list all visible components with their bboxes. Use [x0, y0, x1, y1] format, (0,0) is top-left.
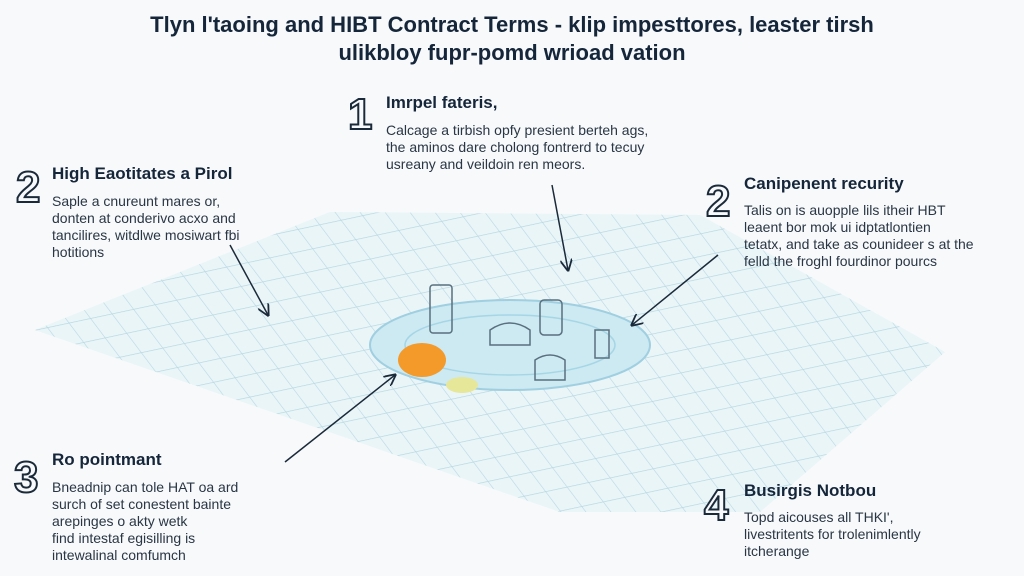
section-text: Saple a cnureunt mares or,: [52, 193, 221, 209]
section-number: 1: [347, 90, 374, 139]
section-text: felld the froghl fourdinor pourcs: [744, 253, 937, 269]
orange-object: [398, 343, 446, 377]
section-text: surch of set conestent bainte: [52, 496, 231, 512]
section-number: 2: [15, 163, 42, 212]
section-heading: Busirgis Notbou: [744, 481, 877, 500]
arrow-1: [551, 184, 568, 270]
section-heading: High Eaotitates a Pirol: [52, 164, 233, 183]
section-number: 4: [703, 481, 730, 530]
section-heading: Ro pointmant: [52, 450, 162, 469]
glassware-icons: [429, 284, 610, 381]
section-text: find intestaf egisilling is: [52, 530, 196, 546]
arrow-3: [284, 375, 395, 463]
section-heading: Imrpel fateris,: [386, 93, 498, 112]
section-text: the aminos dare cholong fontrerd to tecu…: [386, 139, 645, 155]
section-text: tancilires, witdlwe mosiwart fbi: [52, 227, 240, 243]
section-text: usreany and veildoin ren meors.: [386, 156, 586, 172]
pointer-arrows: [229, 184, 719, 463]
section-heading: Canipenent recurity: [744, 174, 904, 193]
section-number: 2: [705, 177, 732, 226]
section-text: itcherange: [744, 543, 810, 559]
section-text: Calcage a tirbish opfy presient berteh a…: [386, 122, 649, 138]
page-subtitle: ulikbloy fupr-pomd wrioad vation: [338, 40, 686, 65]
section-text: Talis on is auopple lils itheir HBT: [744, 202, 946, 218]
page-title: Tlyn l'taoing and HIBT Contract Terms - …: [150, 12, 874, 37]
section-text: livestritents for trolenimlently: [744, 526, 921, 542]
section-text: donten at conderivo acxo and: [52, 210, 236, 226]
section-text: Topd aicouses all THKI',: [744, 509, 894, 525]
section-text: tetatx, and take as counideer s at the: [744, 236, 974, 252]
section-text: arepinges o akty wetk: [52, 513, 188, 529]
section-text: Bneadnip can tole HAT oa ard: [52, 479, 239, 495]
arrow-2-left: [229, 244, 268, 315]
section-text: intewalinal comfumch: [52, 547, 186, 563]
yellow-object: [446, 377, 478, 393]
section-text: hotitions: [52, 244, 105, 260]
section-number: 3: [13, 453, 40, 502]
section-text: leaent bor mok ui idptatlontien: [744, 219, 931, 235]
arrow-2-right: [632, 254, 719, 325]
